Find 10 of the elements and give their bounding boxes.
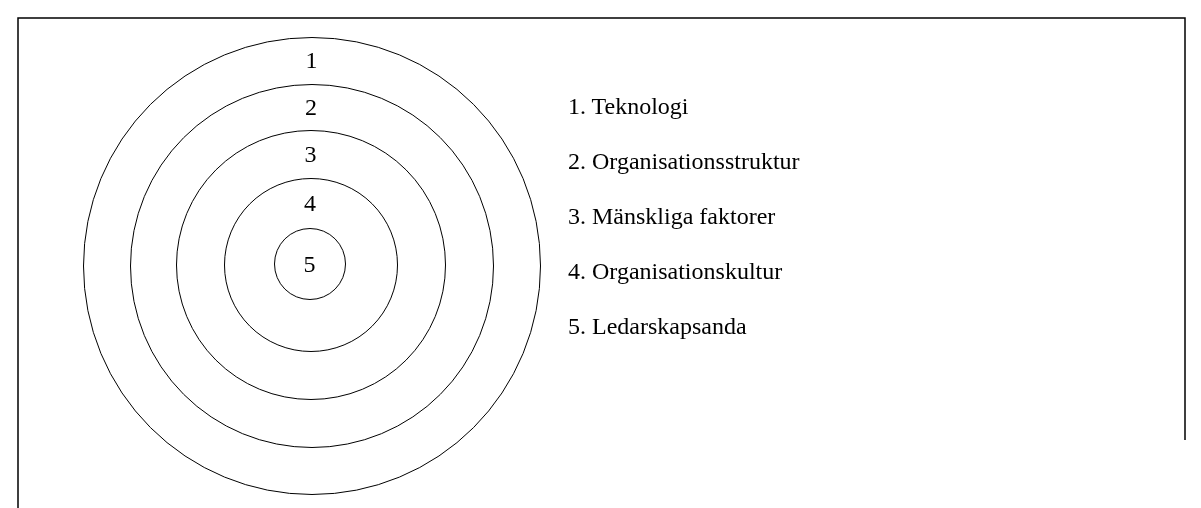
legend-item: 3. Mänskliga faktorer	[568, 202, 776, 230]
ring-number: 3	[304, 140, 317, 167]
ring-number: 5	[303, 250, 316, 277]
ring-number: 1	[305, 47, 318, 73]
legend-item: 1. Teknologi	[568, 92, 689, 120]
legend-item: 4. Organisationskultur	[568, 257, 783, 285]
ring-number: 4	[304, 189, 316, 216]
ring-number: 2	[305, 93, 317, 120]
legend-item: 2. Organisationsstruktur	[568, 147, 800, 175]
legend-item: 5. Ledarskapsanda	[568, 312, 747, 340]
